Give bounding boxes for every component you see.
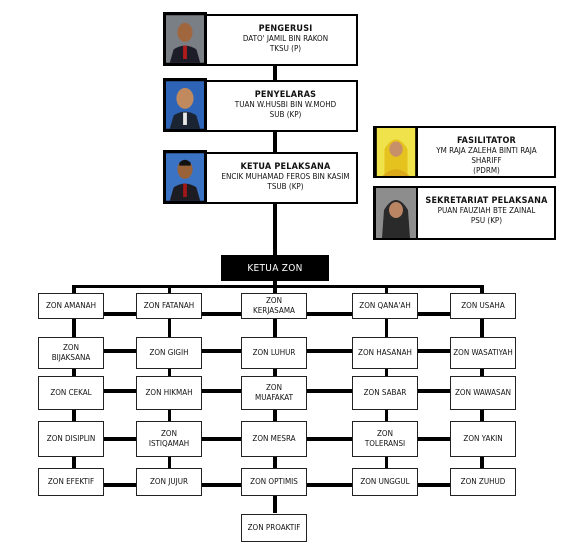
zone-box: ZON HASANAH [352,337,418,369]
zone-label: ZON EFEKTIF [47,477,95,486]
zone-label: ZON UNGGUL [360,477,410,486]
zone-label: ZON ZUHUD [460,477,506,486]
zone-label: ZON MUAFAKAT [254,383,293,402]
zone-label: ZON PROAKTIF [247,523,301,532]
zone-box: ZON HIKMAH [136,376,202,410]
leader-name: PUAN FAUZIAH BTE ZAINAL [437,206,536,215]
zone-label: ZON CEKAL [50,388,92,397]
zone-box: ZON MUAFAKAT [241,376,307,410]
zone-box: ZON OPTIMIS [241,468,307,496]
leader-role: SEKRETARIAT PELAKSANA [425,196,548,206]
zone-box: ZON WASATIYAH [450,337,516,369]
leader-role: FASILITATOR [456,136,516,146]
connector-zone-top-bar [72,285,484,288]
zone-box: ZON FATANAH [136,293,202,319]
zone-label: ZON FATANAH [143,301,195,310]
zone-box: ZON MESRA [241,421,307,457]
zone-label: ZON GIGIH [149,348,189,357]
zone-box: ZON KERJASAMA [241,293,307,319]
zone-box: ZON BIJAKSANA [38,337,104,369]
zone-label: ZON JUJUR [149,477,189,486]
portrait-man-icon [163,150,207,204]
zone-box: ZON LUHUR [241,337,307,369]
leader-name: YM RAJA ZALEHA BINTI RAJA SHARIFF [436,146,537,165]
zone-label: ZON BIJAKSANA [51,343,91,362]
zone-box: ZON DISIPLIN [38,421,104,457]
zone-label: ZON QANA'AH [359,301,411,310]
zone-label: ZON USAHA [461,301,505,310]
zone-box: ZON ZUHUD [450,468,516,496]
zone-label: ZON KERJASAMA [253,296,295,315]
leader-grade: SUB (KP) [269,110,302,119]
zone-box: ZON SABAR [352,376,418,410]
leader-grade: PSU (KP) [470,216,503,225]
zone-box: ZON EFEKTIF [38,468,104,496]
zone-box: ZON CEKAL [38,376,104,410]
zone-box: ZON PROAKTIF [241,514,307,542]
zone-box: ZON YAKIN [450,421,516,457]
zone-box: ZON TOLERANSI [352,421,418,457]
zone-box: ZON QANA'AH [352,293,418,319]
zone-label: ZON YAKIN [463,434,503,443]
zone-label: ZON HASANAH [358,348,412,357]
zone-box: ZON UNGGUL [352,468,418,496]
zone-label: ZON ISTIQAMAH [148,429,190,448]
leader-name: ENCIK MUHAMAD FEROS BIN KASIM [221,172,350,181]
zone-box: ZON WAWASAN [450,376,516,410]
zone-label: ZON DISIPLIN [46,434,96,443]
zone-box: ZON JUJUR [136,468,202,496]
zone-label: ZON AMANAH [45,301,97,310]
ketua-zon-header: KETUA ZON [221,255,329,281]
zone-box: ZON USAHA [450,293,516,319]
zone-label: ZON WAWASAN [454,388,512,397]
leader-grade: TSUB (KP) [267,182,304,191]
portrait-woman-icon [374,186,418,240]
zone-box: ZON GIGIH [136,337,202,369]
portrait-woman-icon [374,126,418,178]
zone-label: ZON MESRA [252,434,296,443]
portrait-man-icon [163,78,207,132]
zone-label: ZON SABAR [363,388,407,397]
zone-label: ZON TOLERANSI [364,429,406,448]
leader-grade: (PDRM) [473,166,500,175]
zone-box: ZON AMANAH [38,293,104,319]
zone-label: ZON LUHUR [252,348,296,357]
leader-name: TUAN W.HUSBI BIN W.MOHD [234,100,337,109]
portrait-man-icon [163,12,207,66]
zone-label: ZON OPTIMIS [250,477,298,486]
zone-label: ZON HIKMAH [145,388,193,397]
zone-label: ZON WASATIYAH [453,348,513,357]
zone-box: ZON ISTIQAMAH [136,421,202,457]
leader-grade: TKSU (P) [269,44,302,53]
leader-name: DATO' JAMIL BIN RAKON [242,34,329,43]
leader-role: KETUA PELAKSANA [240,162,331,172]
leader-role: PENGERUSI [258,24,313,34]
leader-role: PENYELARAS [254,90,317,100]
